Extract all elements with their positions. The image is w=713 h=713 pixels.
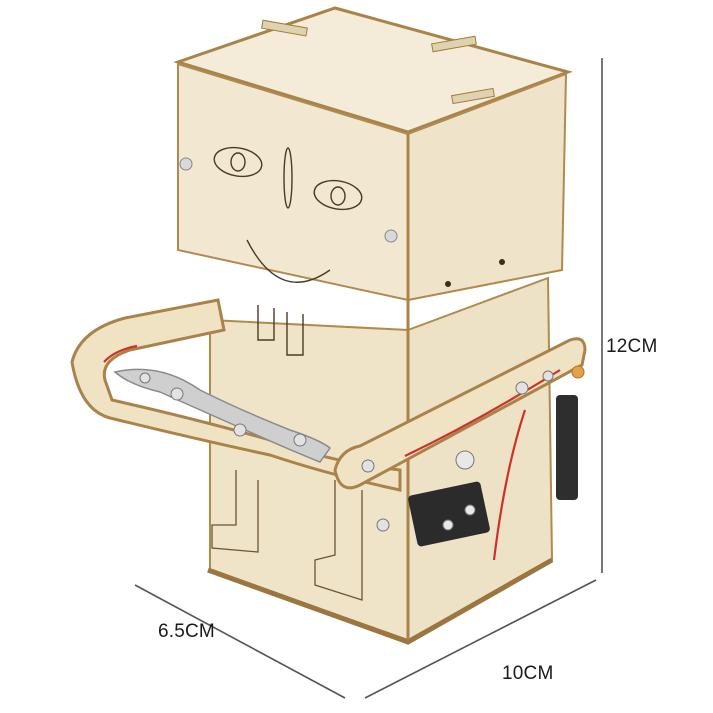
- teeth: [257, 305, 304, 356]
- screw-icon: [384, 229, 398, 243]
- smile: [246, 239, 331, 283]
- width-label: 10CM: [502, 663, 554, 684]
- switch-screw: [464, 504, 476, 516]
- left-eye: [213, 146, 263, 178]
- side-screw: [376, 518, 390, 532]
- base-edge: [207, 557, 554, 645]
- top-slot-right: [431, 35, 477, 53]
- red-wire-left: [103, 344, 138, 363]
- dimension-lines: [134, 58, 603, 699]
- lever-arm: [333, 337, 587, 490]
- red-wire-right: [404, 369, 561, 561]
- battery-box: [556, 395, 578, 500]
- top-slot-front: [451, 87, 495, 105]
- width-dimension-line: [364, 579, 597, 699]
- right-eye: [313, 179, 363, 211]
- tray-screws: [139, 372, 307, 447]
- switch-screw: [455, 450, 475, 470]
- leg-engravings: [211, 470, 363, 601]
- height-label: 12CM: [606, 336, 658, 357]
- face-engraving: [213, 146, 363, 356]
- dot-left: [445, 281, 451, 287]
- depth-dimension-line: [134, 584, 346, 699]
- micro-switch: [408, 481, 490, 547]
- head-screws: [179, 157, 398, 243]
- switch-screw: [442, 519, 454, 531]
- right-side-panel-lower: [407, 276, 554, 642]
- counterweight: [571, 365, 585, 379]
- dot-right: [499, 259, 505, 265]
- top-slot-left: [261, 19, 308, 37]
- screw-icon: [179, 157, 193, 171]
- depth-label: 6.5CM: [158, 621, 215, 642]
- metal-linkage: [113, 368, 332, 463]
- lever-screws: [361, 370, 554, 473]
- nose: [283, 147, 293, 209]
